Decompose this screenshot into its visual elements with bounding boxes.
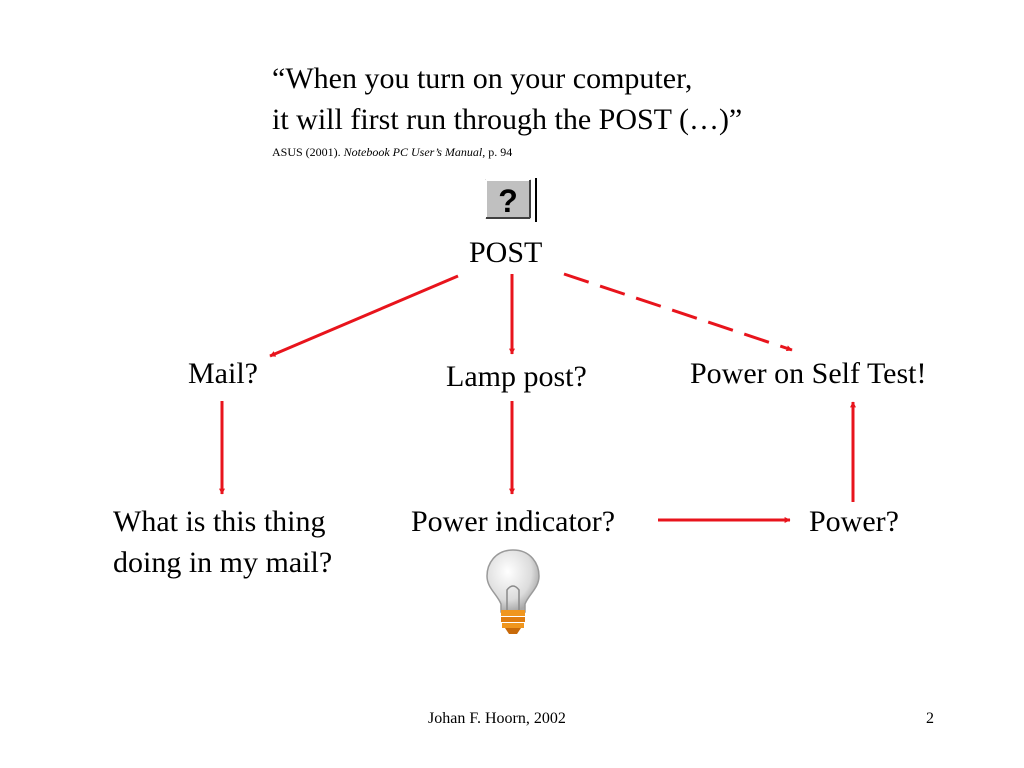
node-lamp-post: Lamp post? — [446, 360, 587, 393]
svg-text:?: ? — [498, 183, 518, 219]
help-question-icon: ? — [485, 178, 537, 222]
citation-title: Notebook PC User’s Manual — [343, 145, 483, 159]
citation-suffix: , p. 94 — [482, 145, 513, 159]
page-number: 2 — [926, 710, 934, 727]
arrow-post-to-mail — [269, 274, 459, 358]
footer-author: Johan F. Hoorn, 2002 — [428, 710, 566, 727]
node-post: POST — [469, 236, 543, 269]
light-bulb-icon — [486, 549, 540, 634]
arrow-post-to-self-test — [563, 272, 793, 352]
node-mail: Mail? — [188, 357, 258, 390]
node-power-on-self-test: Power on Self Test! — [690, 357, 927, 390]
node-power-indicator: Power indicator? — [411, 505, 616, 538]
citation: ASUS (2001). Notebook PC User’s Manual, … — [272, 146, 512, 158]
node-power: Power? — [809, 505, 899, 538]
citation-prefix: ASUS (2001). — [272, 145, 344, 159]
node-mail-question-line-1: What is this thing — [113, 505, 326, 538]
quote-line-2: it will first run through the POST (…)” — [272, 103, 743, 136]
node-mail-question-line-2: doing in my mail? — [113, 546, 333, 579]
quote-line-1: “When you turn on your computer, — [272, 62, 693, 95]
